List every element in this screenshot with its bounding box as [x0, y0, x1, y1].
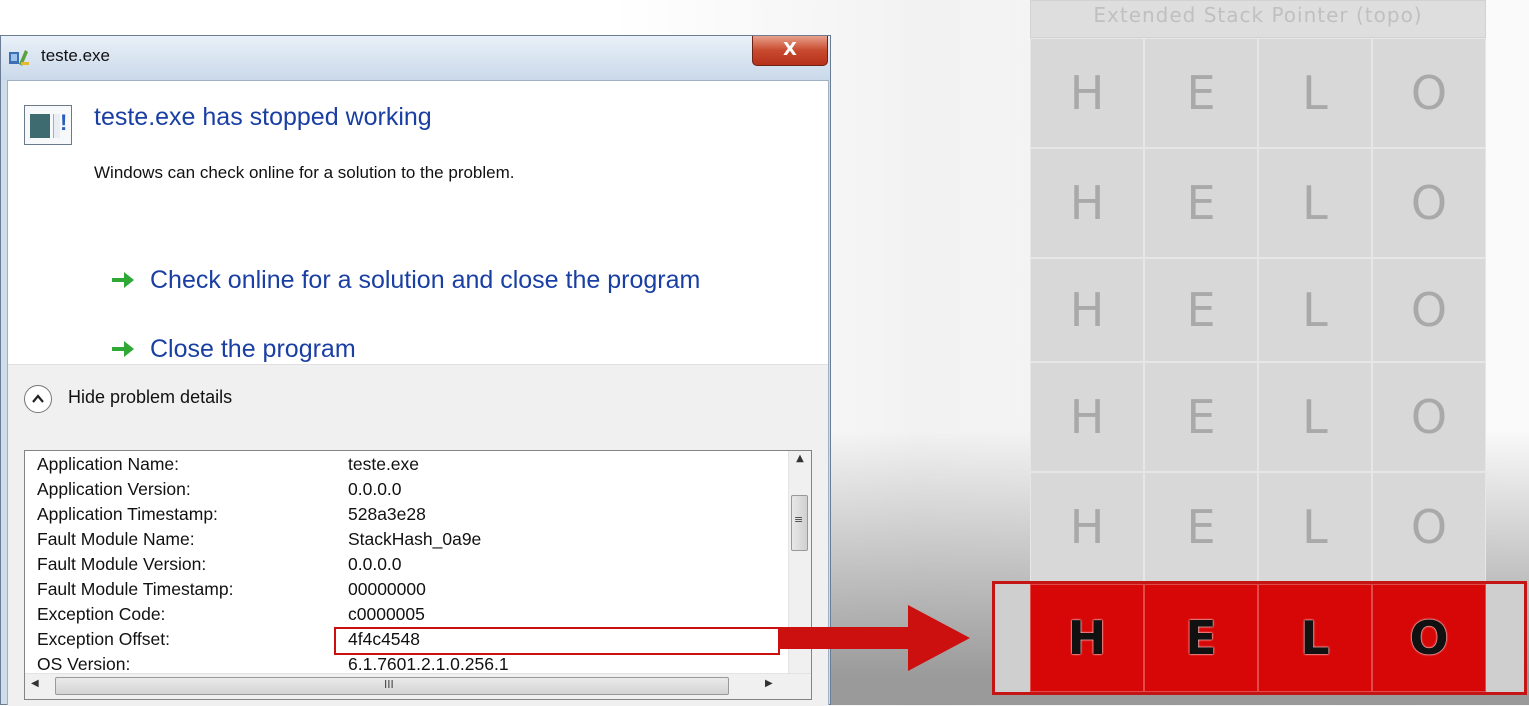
stack-cell: L: [1258, 472, 1372, 582]
details-row: Application Version: 0.0.0.0: [37, 479, 768, 504]
details-value: 4f4c4548: [348, 629, 421, 649]
stack-cell: H: [1030, 362, 1144, 472]
stack-cell: E: [1144, 258, 1258, 362]
details-key: Fault Module Version:: [37, 554, 207, 574]
scroll-right-icon[interactable]: ▶: [765, 678, 773, 689]
stack-cell: O: [1372, 362, 1486, 472]
highlighted-stack-cell: E: [1144, 584, 1258, 692]
stack-pointer-label: Extended Stack Pointer (topo): [1030, 0, 1486, 38]
stack-cell: E: [1144, 362, 1258, 472]
details-key: Exception Offset:: [37, 629, 170, 649]
stack-cell: O: [1372, 472, 1486, 582]
details-key: OS Version:: [37, 654, 131, 674]
highlighted-stack-cell: H: [1030, 584, 1144, 692]
stack-cell: H: [1030, 38, 1144, 148]
stack-cell: H: [1030, 472, 1144, 582]
details-key: Fault Module Timestamp:: [37, 579, 234, 599]
horizontal-scroll-thumb[interactable]: III: [55, 677, 729, 695]
details-value: 00000000: [348, 579, 426, 599]
dialog-heading: teste.exe has stopped working: [94, 103, 432, 131]
horizontal-scroll-grip: III: [384, 678, 394, 691]
stack-cell: L: [1258, 258, 1372, 362]
stack-cell: L: [1258, 38, 1372, 148]
horizontal-scrollbar[interactable]: ◀ III ▶: [25, 673, 811, 699]
dialog-content: ! teste.exe has stopped working Windows …: [7, 80, 829, 706]
details-row: OS Version: 6.1.7601.2.1.0.256.1: [37, 654, 768, 679]
stack-cell: E: [1144, 148, 1258, 258]
details-value: StackHash_0a9e: [348, 529, 482, 549]
details-key: Application Timestamp:: [37, 504, 218, 524]
details-key: Fault Module Name:: [37, 529, 195, 549]
details-row: Fault Module Timestamp: 00000000: [37, 579, 768, 604]
chevron-up-icon[interactable]: [24, 385, 52, 413]
exception-offset-highlight: [334, 627, 780, 655]
stack-cell: O: [1372, 148, 1486, 258]
details-value: 528a3e28: [348, 504, 426, 524]
details-value: 6.1.7601.2.1.0.256.1: [348, 654, 509, 674]
details-toggle-bar[interactable]: Hide problem details: [8, 364, 828, 431]
details-key: Application Version:: [37, 479, 191, 499]
green-arrow-icon: [112, 272, 134, 288]
details-value: 0.0.0.0: [348, 479, 402, 499]
red-arrow-icon: [780, 605, 970, 671]
details-row: Application Name: teste.exe: [37, 454, 768, 479]
stack-cell: H: [1030, 148, 1144, 258]
check-online-label: Check online for a solution and close th…: [150, 265, 701, 294]
highlighted-stack-cell: O: [1372, 584, 1486, 692]
vertical-scroll-thumb[interactable]: [791, 495, 808, 551]
error-dialog: teste.exe X ! teste.exe has stopped work…: [0, 35, 831, 706]
stack-cell: L: [1258, 148, 1372, 258]
check-online-button[interactable]: Check online for a solution and close th…: [110, 260, 700, 300]
green-arrow-icon: [112, 341, 134, 357]
details-row: Fault Module Name: StackHash_0a9e: [37, 529, 768, 554]
app-icon: [9, 50, 29, 66]
stack-cell: O: [1372, 38, 1486, 148]
details-value: teste.exe: [348, 454, 420, 474]
scroll-left-icon[interactable]: ◀: [31, 678, 39, 689]
details-row: Exception Offset: 4f4c4548: [37, 629, 768, 654]
stack-cell: L: [1258, 362, 1372, 472]
hide-details-label[interactable]: Hide problem details: [68, 387, 233, 407]
stack-cell: E: [1144, 472, 1258, 582]
title-bar[interactable]: teste.exe X: [1, 36, 830, 80]
details-key: Application Name:: [37, 454, 180, 474]
details-key: Exception Code:: [37, 604, 166, 624]
details-value: 0.0.0.0: [348, 554, 402, 574]
details-row: Fault Module Version: 0.0.0.0: [37, 554, 768, 579]
details-row: Exception Code: c0000005: [37, 604, 768, 629]
close-program-label: Close the program: [150, 334, 356, 363]
stack-cell: O: [1372, 258, 1486, 362]
details-row: Application Timestamp: 528a3e28: [37, 504, 768, 529]
close-button[interactable]: X: [752, 36, 828, 66]
program-error-icon: !: [24, 105, 72, 145]
highlighted-stack-cell: L: [1258, 584, 1372, 692]
stack-cell: H: [1030, 258, 1144, 362]
dialog-description: Windows can check online for a solution …: [94, 163, 515, 182]
close-program-button[interactable]: Close the program: [110, 329, 356, 369]
scroll-grip-icon: ≡: [794, 513, 804, 526]
vertical-scrollbar[interactable]: ▲ ≡: [788, 451, 811, 673]
stack-cell: E: [1144, 38, 1258, 148]
window-title: teste.exe: [41, 46, 110, 65]
scroll-up-icon[interactable]: ▲: [796, 453, 804, 464]
details-value: c0000005: [348, 604, 425, 624]
